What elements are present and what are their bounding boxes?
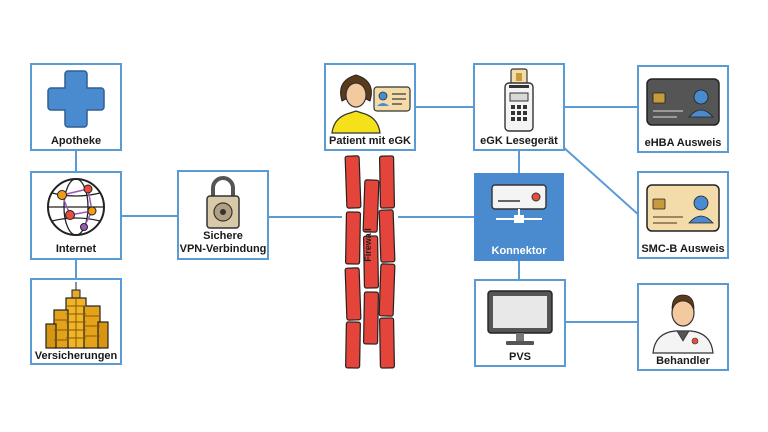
node-pvs-label: PVS — [508, 351, 531, 363]
connector-lesegeraet-konnektor — [518, 151, 520, 173]
monitor-icon — [487, 290, 553, 345]
id-card-dark-icon — [646, 78, 720, 126]
node-vpn-label-2: VPN-Verbindung — [179, 243, 267, 255]
id-card-light-icon — [646, 184, 720, 232]
node-behandler[interactable]: Behandler — [637, 283, 729, 371]
patient-with-card-icon — [331, 74, 411, 134]
node-patient[interactable]: Patient mit eGK — [324, 63, 416, 151]
connector-lesegeraet-ehba — [564, 106, 638, 108]
node-behandler-label: Behandler — [656, 355, 710, 367]
node-konnektor[interactable]: Konnektor — [474, 173, 564, 261]
node-lesegeraet-label: eGK Lesegerät — [480, 135, 558, 147]
node-apotheke[interactable]: Apotheke — [30, 63, 122, 151]
connector-vpn-firewall — [268, 216, 342, 218]
node-internet-label: Internet — [55, 243, 97, 255]
node-versicherungen[interactable]: Versicherungen — [30, 278, 122, 365]
connector-konnektor-pvs — [518, 261, 520, 279]
connector-internet-versicherungen — [75, 260, 77, 278]
node-vpn[interactable]: Sichere VPN-Verbindung — [177, 170, 269, 260]
connector-pvs-behandler — [566, 321, 638, 323]
node-patient-label: Patient mit eGK — [329, 135, 411, 147]
medical-cross-icon — [47, 70, 105, 128]
node-konnektor-label: Konnektor — [491, 245, 547, 257]
connector-patient-lesegeraet — [416, 106, 474, 108]
padlock-icon — [206, 176, 240, 229]
node-versicherungen-label: Versicherungen — [34, 350, 118, 362]
node-pvs[interactable]: PVS — [474, 279, 566, 367]
globe-network-icon — [47, 178, 105, 236]
connector-firewall-konnektor — [398, 216, 474, 218]
node-ehba[interactable]: eHBA Ausweis — [637, 65, 729, 153]
node-internet[interactable]: Internet — [30, 171, 122, 260]
node-vpn-label-1: Sichere — [203, 230, 243, 242]
node-lesegeraet[interactable]: eGK Lesegerät — [473, 63, 565, 151]
connector-apotheke-internet — [75, 151, 77, 171]
node-apotheke-label: Apotheke — [50, 135, 102, 147]
connector-internet-vpn — [122, 215, 178, 217]
node-smcb[interactable]: SMC-B Ausweis — [637, 171, 729, 259]
node-smcb-label: SMC-B Ausweis — [641, 243, 725, 255]
server-icon — [491, 184, 547, 223]
firewall-label: Firewall — [363, 228, 373, 262]
office-building-icon — [45, 282, 109, 349]
node-ehba-label: eHBA Ausweis — [644, 137, 722, 149]
firewall-wall-icon — [344, 155, 396, 369]
card-reader-icon — [504, 68, 534, 132]
doctor-icon — [652, 294, 714, 354]
